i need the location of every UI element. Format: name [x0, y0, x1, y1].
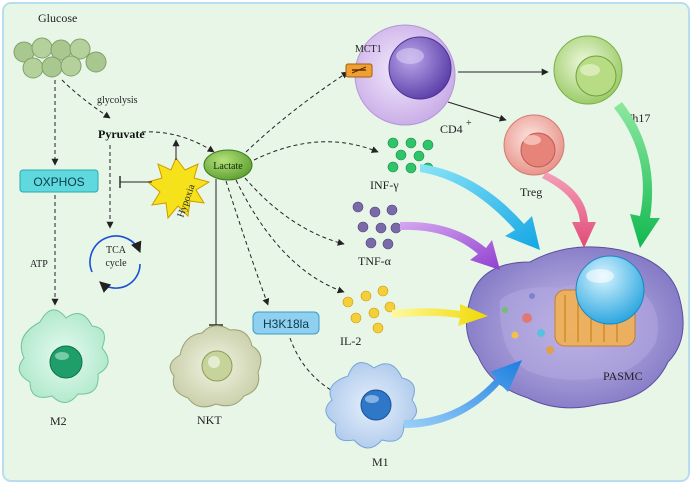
h3k18la-to-m1-arrow: [289, 337, 347, 399]
m2-cell-icon: [18, 309, 109, 403]
cd4-label: CD4: [440, 122, 463, 136]
il2-to-pasmc-arrow: [392, 304, 488, 326]
oxphos-label: OXPHOS: [33, 175, 84, 189]
cd4-cell-icon: [354, 24, 456, 126]
pasmc-label: PASMC: [603, 369, 643, 383]
lactate-to-il2-arrow: [235, 179, 345, 294]
nkt-label: NKT: [197, 413, 222, 427]
inf-gamma-label: INF-γ: [370, 178, 399, 192]
nkt-cell-icon: [169, 325, 262, 408]
pyruvate-label: Pyruvate: [98, 127, 145, 141]
hypoxia-star-icon: [146, 157, 211, 220]
tnf-to-pasmc-arrow: [400, 221, 500, 270]
lactate-to-inf-arrow: [253, 141, 379, 161]
m2-label: M2: [50, 414, 67, 428]
atp-label: ATP: [30, 259, 48, 270]
mct1-transporter-icon: [345, 63, 373, 78]
lactate-to-tnf-arrow: [244, 177, 345, 246]
cd4-to-treg-arrow: [447, 101, 507, 122]
lactate-to-h3k18la-arrow: [225, 180, 270, 306]
glucose-label: Glucose: [38, 11, 77, 25]
tnf-alpha-label: TNF-α: [358, 254, 392, 268]
lactate-to-mct1-arrow: [245, 71, 349, 153]
h3k18la-box: [252, 311, 320, 335]
m1-label: M1: [372, 455, 389, 469]
th17-to-pasmc-arrow: [614, 102, 660, 248]
pyruvate-to-lactate-arrow: [141, 131, 215, 153]
m1-cell-icon: [325, 362, 417, 449]
il2-label: IL-2: [340, 334, 361, 348]
th17-cell-icon: [553, 35, 623, 105]
tca-label-line2: cycle: [105, 258, 127, 269]
lactate-label: Lactate: [213, 161, 243, 172]
mct1-label: MCT1: [355, 44, 382, 55]
treg-label: Treg: [520, 185, 542, 199]
pasmc-cell-icon: [465, 246, 684, 409]
treg-to-pasmc-arrow: [542, 172, 596, 248]
tca-cycle-icon: [89, 235, 142, 293]
m1-to-pasmc-arrow: [404, 360, 522, 428]
cd4-superscript: +: [466, 118, 472, 129]
oxphos-box: [19, 169, 99, 193]
il2-molecules-icon: [342, 285, 396, 334]
h3k18la-label: H3K18la: [263, 317, 309, 331]
treg-cell-icon: [503, 114, 565, 176]
tnf-alpha-molecules-icon: [352, 201, 402, 250]
tca-label-line1: TCA: [106, 245, 127, 256]
glycolysis-label: glycolysis: [97, 95, 138, 106]
lactate-node: [203, 149, 253, 181]
glucose-molecules-icon: [13, 37, 107, 79]
inf-to-pasmc-arrow: [420, 164, 540, 250]
